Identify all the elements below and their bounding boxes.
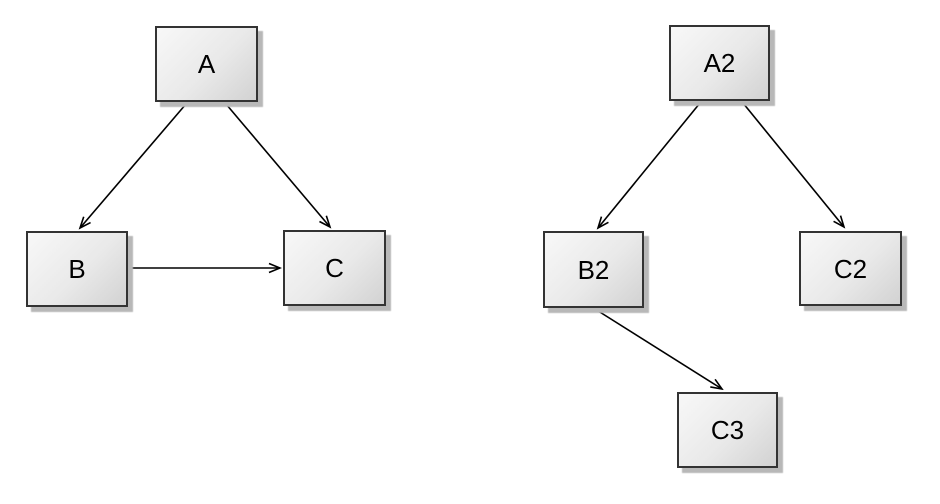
node-label: A2 [703,48,736,78]
node-label: B [68,254,86,284]
edge-a-b[interactable] [80,103,187,228]
edge-group [80,102,844,389]
node-c3[interactable]: C3 [677,392,778,468]
edge-a-c[interactable] [225,103,330,227]
node-b[interactable]: B [26,231,128,307]
node-label: C2 [833,253,868,284]
node-label: C [325,253,344,283]
node-label: A [197,49,216,79]
edge-a2-b2[interactable] [598,102,701,228]
node-a2[interactable]: A2 [669,25,770,101]
node-a[interactable]: A [155,26,258,102]
node-b2[interactable]: B2 [543,231,644,308]
node-label: B2 [577,254,610,285]
node-c[interactable]: C [283,230,386,306]
node-c2[interactable]: C2 [799,231,902,306]
edge-b2-c3[interactable] [594,308,722,389]
node-label: C3 [710,415,745,445]
edge-a2-c2[interactable] [742,102,844,227]
